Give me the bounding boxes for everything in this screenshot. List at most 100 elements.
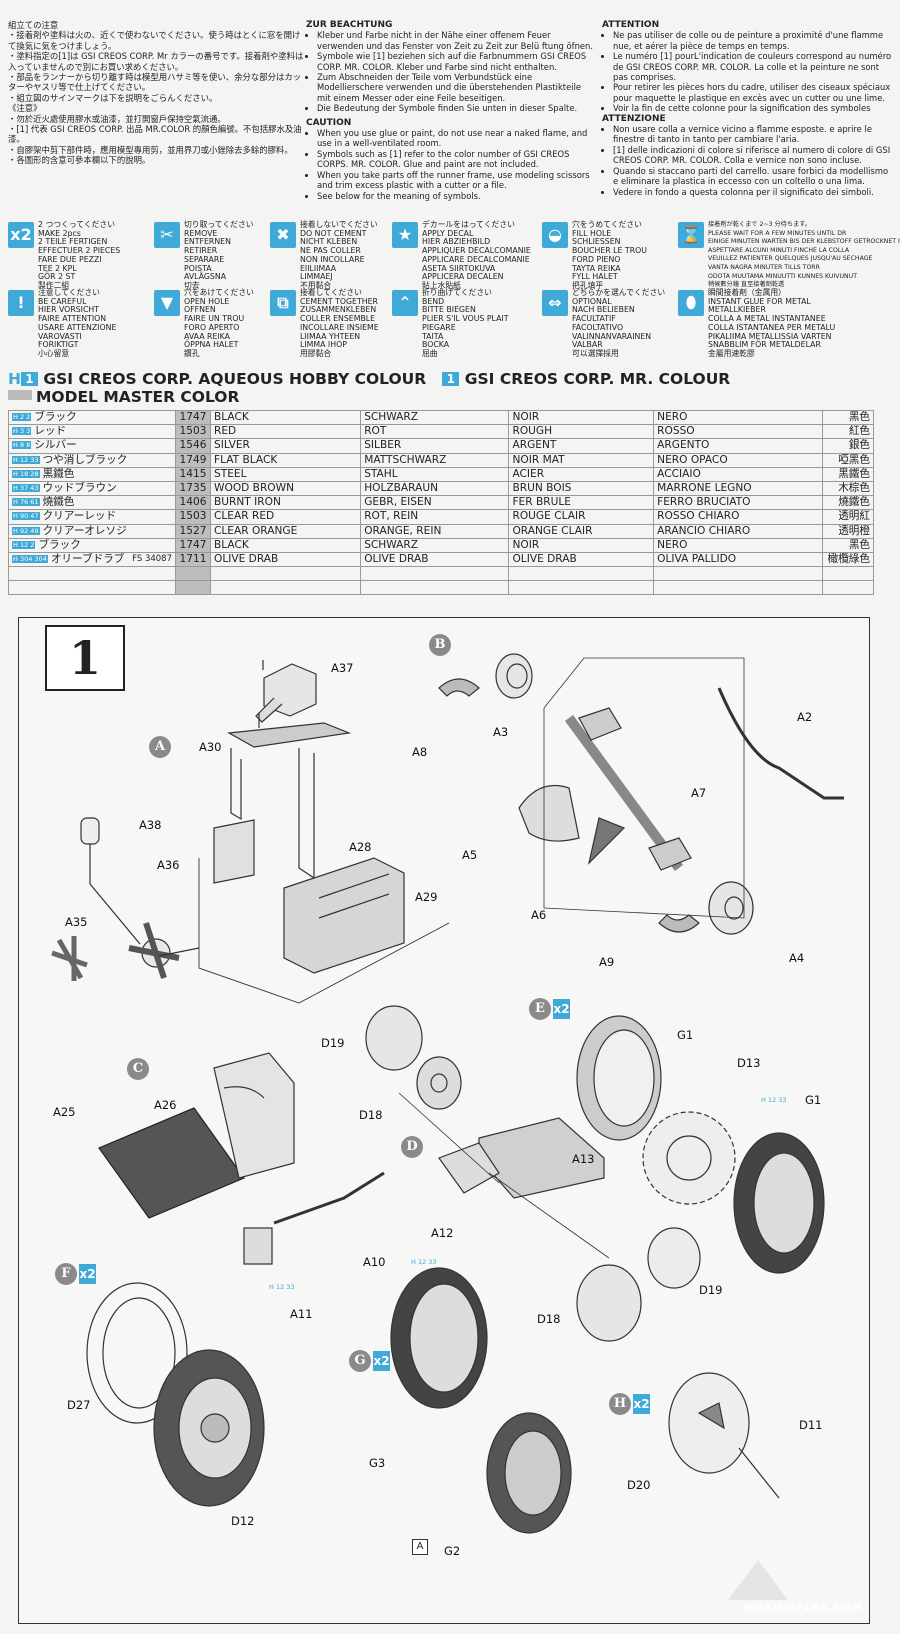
paint-italian-name [653,580,823,596]
paint-german-name: OLIVE DRAB [360,551,510,568]
part-label: D19 [699,1283,723,1297]
paint-number-tag: H 3 3 [12,427,32,436]
paint-number-tag: H 8 8 [12,441,32,450]
paint-h-tag: H [8,370,21,388]
paint-row [8,566,874,582]
rear-axle-drawing [438,653,844,935]
paint-number-tag: H 37 43 [12,484,40,493]
paint-english-name: CLEAR ORANGE [209,523,362,539]
paint-chinese-name: 橄欖綠色 [822,551,874,568]
paint-number-tag: H 90 47 [12,512,40,521]
paint-chinese-name: 透明橙 [822,523,874,539]
paint-japanese-label: 黒鐵色 [42,467,75,480]
fill-hole-icon: ◒ [542,222,568,248]
paint-number-tag: H 2 2 [12,413,32,422]
open-hole-icon: ▼ [154,290,180,316]
paint-italian-name: FERRO BRUCIATO [653,495,823,511]
notes-fr-title: ATTENTION [602,20,660,30]
wheel-group-e-drawing [576,1015,825,1274]
notes-cn-line: ・各圖形的含意可參本欄以下的說明。 [8,155,151,166]
paint-italian-name: NERO [653,537,823,553]
cut-off-icon: ✂ [154,222,180,248]
part-label: A6 [531,908,547,922]
paint-model-master-code: 1747 [175,537,211,553]
apply-decal-icon: ★ [392,222,418,248]
part-label: G1 [677,1028,694,1042]
reference-box-a: A [412,1539,428,1555]
paint-english-name: SILVER [209,438,362,454]
group-e-x2-icon: x2 [553,999,570,1019]
paint-japanese-label: レッド [34,425,67,438]
symbol-text: 穴をうめてください FILL HOLE SCHLIESSEN BOUCHER L… [572,220,647,290]
paint-japanese-label: ウッドブラウン [42,482,117,495]
paint-german-name: SCHWARZ [360,537,510,553]
part-label: G1 [805,1093,822,1107]
paint-japanese-label: ブラック [34,411,77,424]
paint-aqueous-title: GSI CREOS CORP. AQUEOUS HOBBY COLOUR [43,370,427,388]
paint-callout: H 12 33 [411,1258,437,1266]
part-label: A10 [363,1255,386,1269]
part-label: A8 [412,745,428,759]
notes-de-line: Symbole wie [1] beziehen sich auf die Fa… [317,51,596,72]
part-label: A13 [572,1152,595,1166]
rim-group-g-drawing [390,1267,572,1534]
notes-jp-title: 組立ての注意 [8,20,59,30]
paint-chinese-name: 黑鐵色 [822,466,874,482]
paint-chinese-name [822,580,874,596]
notes-jp-line: ・組立図のサインマークは下を説明をごらんください。 [8,92,218,103]
paint-italian-name: OLIVA PALLIDO [653,551,823,568]
notes-en-line: When you take parts off the runner frame… [317,170,596,191]
paint-model-master-code: 1527 [175,523,211,539]
paint-model-master-code: 1406 [175,495,211,511]
part-label: G2 [444,1544,461,1558]
assembly-drawing [51,653,844,1534]
paint-h-number: 1 [20,372,38,386]
paint-callout: H 12 33 [269,1283,295,1291]
group-h-x2-icon: x2 [633,1394,650,1414]
notes-it-line: Non usare colla a vernice vicino a flamm… [613,124,892,145]
notes-cn-line: ・[1] 代表 GSI CREOS CORP. 出品 MR.COLOR 的顏色編… [8,124,302,145]
paint-chinese-name: 木棕色 [822,480,874,497]
symbol-text: 接着しないでください DO NOT CEMENT NICHT KLEBEN NE… [300,220,378,290]
paint-italian-name: ROSSO [653,424,823,440]
part-label: D20 [627,1478,651,1492]
optional-icon: ⇔ [542,290,568,316]
paint-model-master-code: 1735 [175,480,211,497]
paint-model-master-code: 1749 [175,452,211,468]
paint-japanese-name [8,566,176,582]
paint-english-name: BLACK [209,537,362,553]
front-axle-drawing [243,1005,701,1342]
paint-japanese-label: クリアーオレソジ [42,524,127,537]
group-label-d: D [401,1136,423,1158]
part-label: D19 [321,1036,345,1050]
paint-german-name: ORANGE, REIN [360,523,510,539]
group-label-e: E [529,998,551,1020]
paint-chinese-name: 紅色 [822,424,874,440]
paint-mr-number: 1 [442,372,460,386]
paint-mr-title: GSI CREOS CORP. MR. COLOUR [464,370,731,388]
do-not-cement-icon: ✖ [270,222,296,248]
paint-french-name: NOIR MAT [508,452,655,468]
part-label: A2 [797,710,813,724]
group-label-b: B [429,634,451,656]
notes-fr-line: Le numéro [1] pourL'indication de couleu… [613,51,892,82]
notes-japanese: 組立ての注意 ・接着剤や塗料は火の、近くで使わないでください。使う時はとくに窓を… [8,20,308,166]
paint-model-master-code: 1503 [175,509,211,525]
paint-german-name: SCHWARZ [360,409,510,426]
paint-french-name [508,566,655,582]
paint-number-tag: H 92 49 [12,526,40,535]
paint-french-name: NOIR [508,409,655,426]
group-label-a: A [149,736,171,758]
part-label: D27 [67,1398,91,1412]
paint-number-tag: H 12 2 [12,540,36,549]
